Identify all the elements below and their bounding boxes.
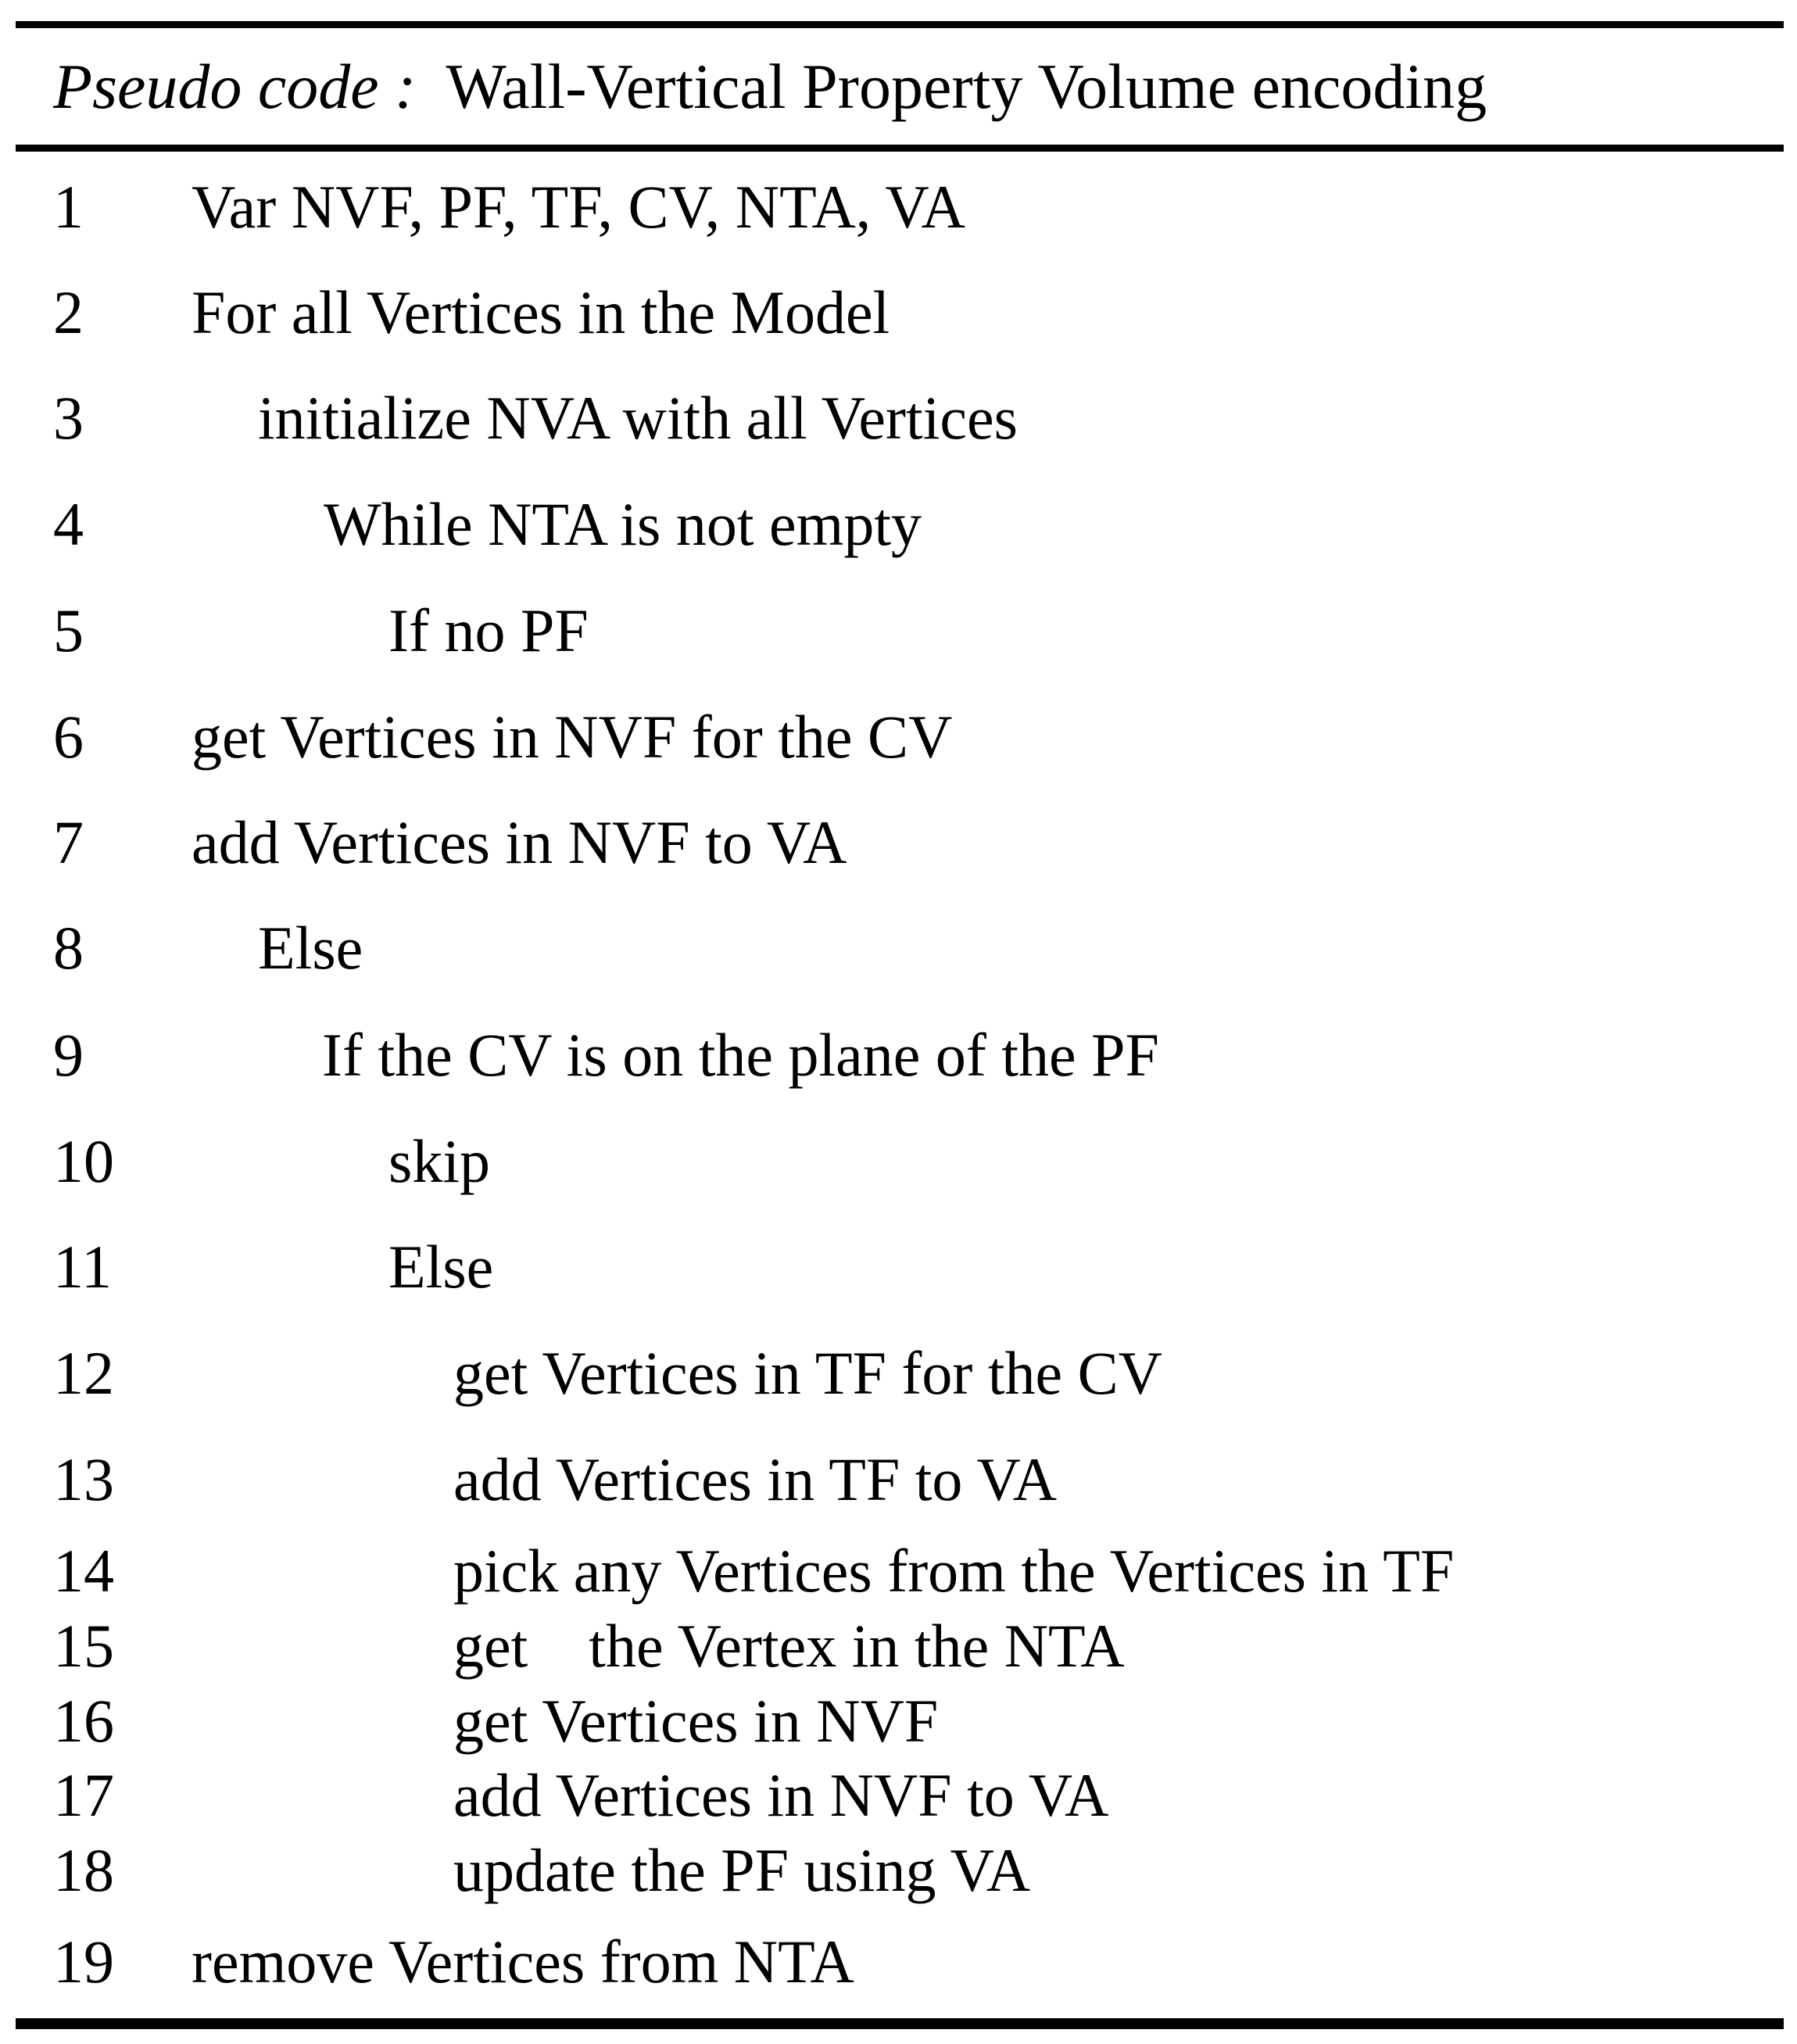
line-number: 17 xyxy=(53,1761,114,1829)
caption-label: Pseudo code : xyxy=(53,51,417,122)
line-number: 14 xyxy=(53,1537,114,1605)
line-number: 15 xyxy=(53,1612,114,1680)
code-line: 19 remove Vertices from NTA xyxy=(0,1927,1797,1997)
header-rule xyxy=(16,145,1784,152)
line-number: 10 xyxy=(53,1127,114,1195)
code-text: add Vertices in TF to VA xyxy=(453,1445,1058,1513)
code-line: 11 Else xyxy=(0,1232,1797,1302)
code-line: 2 For all Vertices in the Model xyxy=(0,277,1797,348)
code-text: If the CV is on the plane of the PF xyxy=(322,1021,1159,1089)
code-line: 17 add Vertices in NVF to VA xyxy=(0,1760,1797,1831)
code-text: For all Vertices in the Model xyxy=(192,278,890,346)
line-number: 16 xyxy=(53,1687,114,1755)
line-number: 13 xyxy=(53,1445,114,1513)
code-line: 3 initialize NVA with all Vertices xyxy=(0,383,1797,453)
code-line: 13 add Vertices in TF to VA xyxy=(0,1444,1797,1515)
code-line: 12 get Vertices in TF for the CV xyxy=(0,1338,1797,1409)
caption-title: Wall-Vertical Property Volume encoding xyxy=(446,51,1487,122)
line-number: 2 xyxy=(53,278,84,346)
code-text: If no PF xyxy=(388,596,589,664)
line-number: 5 xyxy=(53,596,84,664)
table-caption: Pseudo code :Wall-Vertical Property Volu… xyxy=(53,55,1487,119)
code-line: 5 If no PF xyxy=(0,596,1797,666)
code-text: initialize NVA with all Vertices xyxy=(258,384,1018,452)
code-line: 8 Else xyxy=(0,913,1797,983)
line-number: 19 xyxy=(53,1928,114,1996)
code-line: 4 While NTA is not empty xyxy=(0,489,1797,560)
code-text: get the Vertex in the NTA xyxy=(453,1612,1125,1680)
line-number: 3 xyxy=(53,384,84,452)
line-number: 12 xyxy=(53,1339,114,1407)
code-text: get Vertices in NVF for the CV xyxy=(192,703,953,771)
code-line: 1 Var NVF, PF, TF, CV, NTA, VA xyxy=(0,172,1797,242)
code-line: 6 get Vertices in NVF for the CV xyxy=(0,702,1797,772)
code-line: 18 update the PF using VA xyxy=(0,1835,1797,1906)
code-text: update the PF using VA xyxy=(453,1836,1031,1904)
line-number: 1 xyxy=(53,173,84,241)
code-text: get Vertices in TF for the CV xyxy=(453,1339,1162,1407)
line-number: 7 xyxy=(53,808,84,876)
code-line: 16 get Vertices in NVF xyxy=(0,1686,1797,1756)
bottom-rule xyxy=(16,2018,1784,2029)
code-text: While NTA is not empty xyxy=(324,490,922,558)
code-line: 10 skip xyxy=(0,1126,1797,1197)
code-line: 7 add Vertices in NVF to VA xyxy=(0,807,1797,878)
code-text: Else xyxy=(388,1233,494,1301)
top-rule xyxy=(16,21,1784,28)
code-line: 14 pick any Vertices from the Vertices i… xyxy=(0,1536,1797,1606)
code-text: skip xyxy=(388,1127,491,1195)
code-text: Var NVF, PF, TF, CV, NTA, VA xyxy=(192,173,966,241)
code-text: Else xyxy=(258,914,363,982)
line-number: 11 xyxy=(53,1233,113,1301)
line-number: 9 xyxy=(53,1021,84,1089)
code-line: 15 get the Vertex in the NTA xyxy=(0,1611,1797,1681)
code-text: pick any Vertices from the Vertices in T… xyxy=(453,1537,1455,1605)
line-number: 4 xyxy=(53,490,84,558)
code-text: get Vertices in NVF xyxy=(453,1687,939,1755)
line-number: 18 xyxy=(53,1836,114,1904)
line-number: 6 xyxy=(53,703,84,771)
code-text: add Vertices in NVF to VA xyxy=(192,808,847,876)
line-number: 8 xyxy=(53,914,84,982)
code-text: remove Vertices from NTA xyxy=(192,1928,854,1996)
code-text: add Vertices in NVF to VA xyxy=(453,1761,1109,1829)
code-line: 9 If the CV is on the plane of the PF xyxy=(0,1020,1797,1090)
